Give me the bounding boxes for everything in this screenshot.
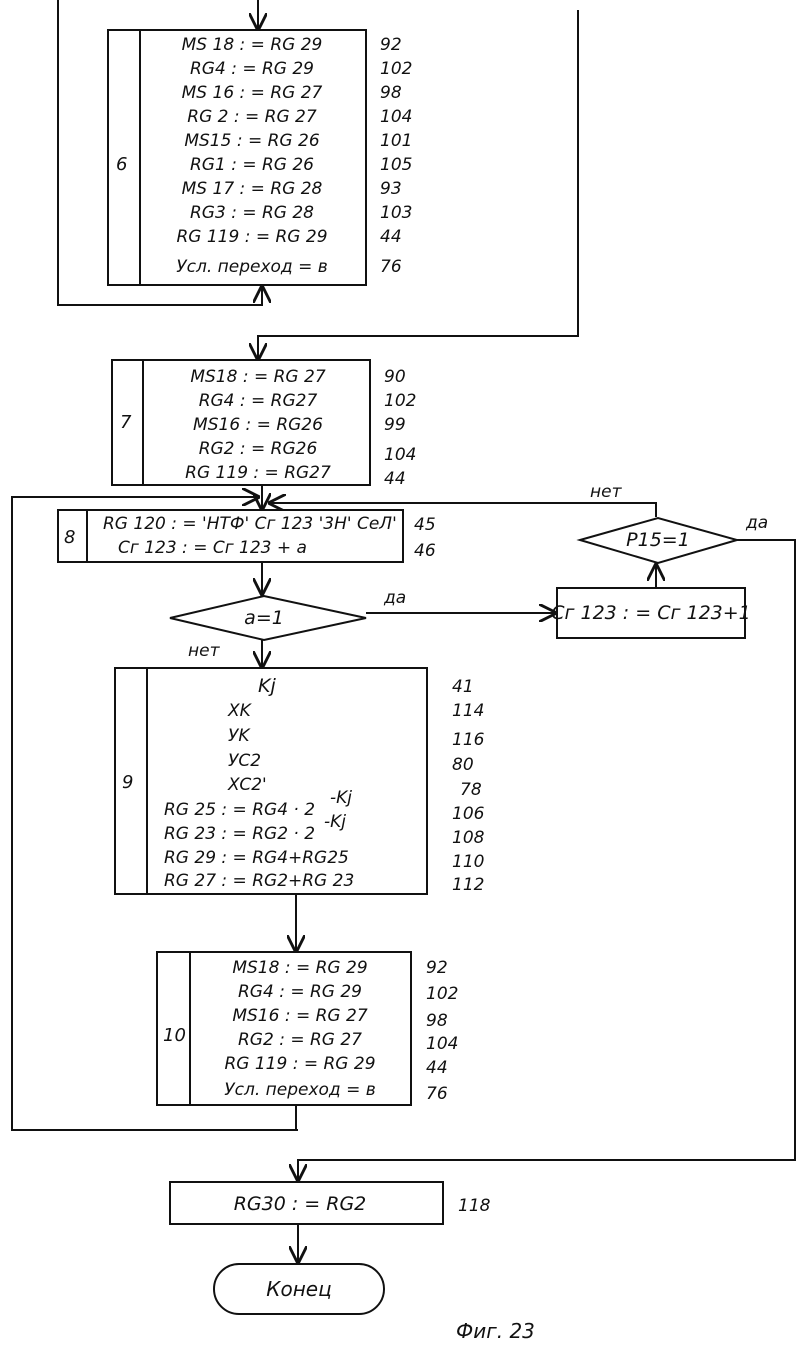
block-10-ref: 92 [426, 958, 448, 978]
increment-box: Сг 123 : = Сг 123+1 [551, 588, 751, 638]
block-6-line: RG4 : = RG 29 [190, 59, 314, 79]
block-8-ref-2: 46 [414, 541, 436, 561]
block-6-ref: 92 [380, 35, 402, 55]
block-6-statements: MS 18 : = RG 29 RG4 : = RG 29 MS 16 : = … [176, 35, 328, 277]
block-6-ref: 76 [380, 257, 402, 277]
block-6-ref: 101 [380, 131, 412, 151]
block-6-refs: 92 102 98 104 101 105 93 103 44 76 [380, 35, 412, 277]
block-7-line: RG2 : = RG26 [199, 439, 318, 459]
block-8-line-1: RG 120 : = 'НТФ' Сг 123 '3Н' СеЛ' [103, 514, 397, 534]
decision-a-text: а=1 [244, 607, 284, 629]
block-6-line: RG1 : = RG 26 [190, 155, 314, 175]
block-7-number: 7 [120, 412, 132, 433]
block-10-line: RG 119 : = RG 29 [224, 1054, 375, 1074]
block-9-ref: 112 [452, 875, 484, 895]
p15-no-label: нет [590, 482, 623, 502]
block-9-ref: 78 [460, 780, 482, 800]
block-10-line: MS16 : = RG 27 [232, 1006, 367, 1026]
p15-yes-label: да [745, 513, 768, 533]
block-9-line: RG 27 : = RG2+RG 23 [164, 871, 354, 891]
decision-a: а=1 [170, 596, 366, 640]
decision-p15: P15=1 [580, 518, 737, 563]
block-9-exponent: -Kj [330, 788, 352, 808]
decision-a-no-label: нет [188, 641, 221, 661]
block-9-line: XC2' [227, 775, 267, 795]
block-10-ref: 102 [426, 984, 458, 1004]
block-9-line: RG 29 : = RG4+RG25 [164, 848, 349, 868]
block-6-line: MS 18 : = RG 29 [182, 35, 323, 55]
block-9-ref: 41 [452, 677, 474, 697]
block-8-number: 8 [64, 527, 75, 548]
block-10-line: Усл. переход = в [224, 1080, 376, 1100]
block-9-line: Kj [258, 675, 276, 697]
block-10-number: 10 [163, 1025, 186, 1046]
block-10-ref: 104 [426, 1034, 458, 1054]
block-rg30-ref: 118 [458, 1196, 491, 1216]
block-7-ref: 104 [384, 445, 416, 465]
block-8: 8 RG 120 : = 'НТФ' Сг 123 '3Н' СеЛ' Сг 1… [58, 510, 436, 562]
decision-a-yes-label: да [383, 588, 406, 608]
block-6-ref: 44 [380, 227, 402, 247]
block-9-ref: 80 [452, 755, 474, 775]
block-6-ref: 102 [380, 59, 412, 79]
block-9-line: RG 23 : = RG2 · 2 [164, 824, 315, 844]
block-10-ref: 98 [426, 1011, 448, 1031]
block-6: 6 MS 18 : = RG 29 RG4 : = RG 29 MS 16 : … [108, 30, 412, 285]
block-8-line-2: Сг 123 : = Сг 123 + а [118, 538, 307, 558]
block-9-line: УС2 [228, 751, 261, 771]
block-9-ref: 108 [452, 828, 485, 848]
block-6-ref: 93 [380, 179, 402, 199]
block-9: 9 Kj XK УK УС2 XC2' RG 25 : = RG4 · 2 -K… [115, 668, 485, 895]
block-rg30: RG30 : = RG2 118 [170, 1182, 491, 1224]
block-7-line: MS18 : = RG 27 [190, 367, 325, 387]
block-6-line: MS 16 : = RG 27 [182, 83, 323, 103]
decision-p15-text: P15=1 [626, 529, 690, 551]
block-9-line: УK [228, 726, 251, 746]
block-9-ref: 106 [452, 804, 485, 824]
block-7-ref: 102 [384, 391, 416, 411]
block-7-ref: 99 [384, 415, 406, 435]
block-9-line: RG 25 : = RG4 · 2 [164, 800, 315, 820]
terminator-text: Конец [266, 1277, 331, 1301]
increment-box-text: Сг 123 : = Сг 123+1 [551, 602, 751, 624]
block-6-ref: 103 [380, 203, 412, 223]
block-9-number: 9 [122, 772, 133, 793]
block-6-line: RG 2 : = RG 27 [187, 107, 317, 127]
block-6-line: MS15 : = RG 26 [184, 131, 319, 151]
figure-caption: Фиг. 23 [456, 1319, 535, 1343]
block-6-line: RG3 : = RG 28 [190, 203, 314, 223]
block-8-ref-1: 45 [414, 515, 436, 535]
block-10-ref: 76 [426, 1084, 448, 1104]
block-9-line: XK [227, 701, 253, 721]
block-10: 10 MS18 : = RG 29 RG4 : = RG 29 MS16 : =… [157, 952, 458, 1105]
block-9-ref: 114 [452, 701, 484, 721]
block-10-line: MS18 : = RG 29 [232, 958, 367, 978]
block-9-ref: 110 [452, 852, 484, 872]
block-6-line: MS 17 : = RG 28 [182, 179, 323, 199]
block-7-line: RG4 : = RG27 [199, 391, 318, 411]
terminator: Конец [214, 1264, 384, 1314]
block-7-ref: 90 [384, 367, 406, 387]
block-6-ref: 98 [380, 83, 402, 103]
block-10-line: RG4 : = RG 29 [238, 982, 362, 1002]
block-6-number: 6 [116, 154, 127, 175]
block-7-ref: 44 [384, 469, 406, 489]
block-7-line: MS16 : = RG26 [193, 415, 323, 435]
block-7: 7 MS18 : = RG 27 RG4 : = RG27 MS16 : = R… [112, 360, 416, 489]
block-6-ref: 104 [380, 107, 412, 127]
block-6-line: Усл. переход = в [176, 257, 328, 277]
block-rg30-text: RG30 : = RG2 [234, 1193, 367, 1215]
block-10-line: RG2 : = RG 27 [238, 1030, 362, 1050]
block-6-line: RG 119 : = RG 29 [176, 227, 327, 247]
block-9-exponent: -Kj [324, 812, 346, 832]
block-10-ref: 44 [426, 1058, 448, 1078]
block-9-ref: 116 [452, 730, 485, 750]
block-7-line: RG 119 : = RG27 [185, 463, 331, 483]
block-6-ref: 105 [380, 155, 412, 175]
